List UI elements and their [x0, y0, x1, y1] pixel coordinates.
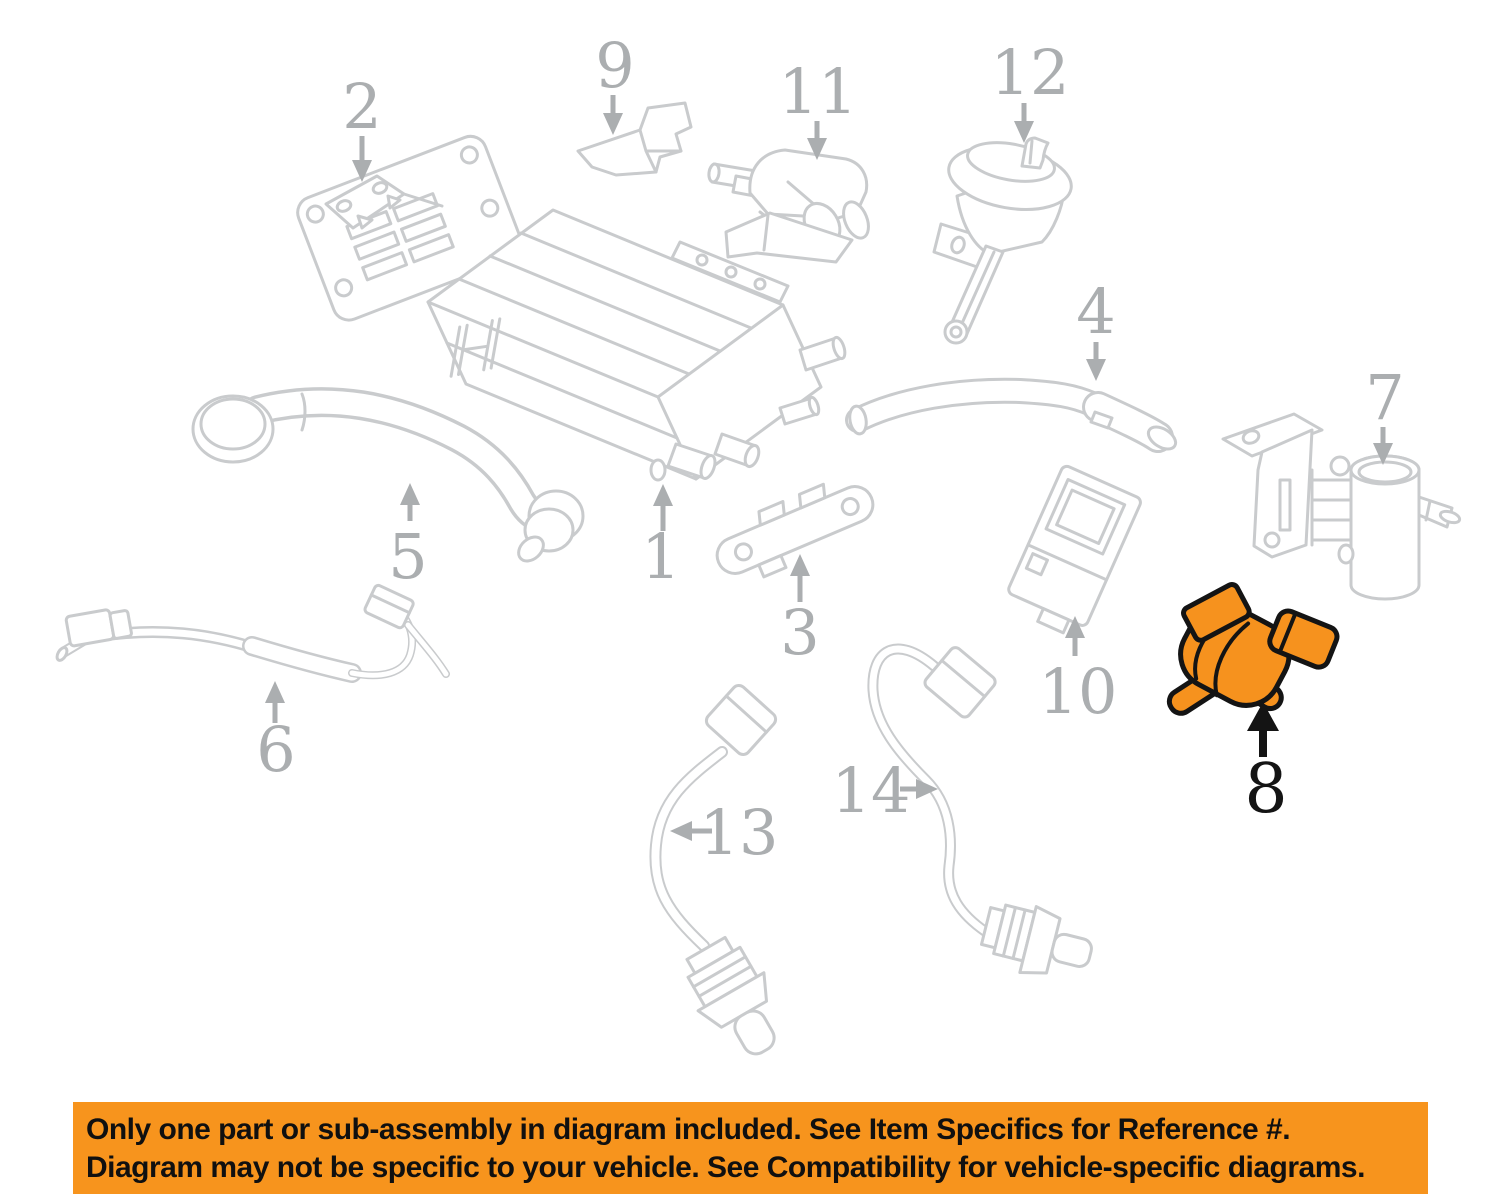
callout-2-label: 2 — [342, 70, 381, 143]
disclaimer-banner: Only one part or sub-assembly in diagram… — [73, 1102, 1428, 1194]
part-4-hose — [845, 377, 1178, 453]
part-8-highlighted-valve: 8 — [1166, 582, 1340, 829]
part-9-clip-bracket — [576, 101, 693, 177]
disclaimer-line-2: Diagram may not be specific to your vehi… — [86, 1151, 1365, 1184]
callout-8: 8 — [1244, 702, 1288, 829]
callout-2: 2 — [342, 70, 382, 182]
callout-11-label: 11 — [779, 55, 858, 128]
part-5-hose — [191, 387, 585, 563]
callout-9: 9 — [595, 29, 635, 135]
callout-3-label: 3 — [780, 596, 819, 669]
callout-1: 1 — [641, 484, 681, 593]
disclaimer-line-1: Only one part or sub-assembly in diagram… — [86, 1113, 1291, 1146]
part-13-oxygen-sensor — [649, 683, 778, 1056]
callout-4-label: 4 — [1076, 275, 1115, 348]
callout-4: 4 — [1076, 275, 1116, 381]
callout-6-label: 6 — [256, 713, 295, 786]
part-7-filter-assembly — [1221, 412, 1462, 601]
callout-5: 5 — [388, 483, 428, 593]
callout-1-label: 1 — [641, 520, 680, 593]
part-6-tube-assembly — [55, 583, 450, 683]
part-10-sensor-module — [1007, 464, 1142, 635]
callout-7: 7 — [1365, 361, 1405, 465]
callout-11: 11 — [779, 55, 858, 160]
callout-5-label: 5 — [388, 520, 427, 593]
callout-13: 13 — [670, 796, 778, 869]
part-11-solenoid-valve — [707, 148, 870, 264]
callout-8-label: 8 — [1244, 750, 1287, 829]
part-14-oxygen-sensor — [867, 643, 1093, 975]
part-1-canister — [426, 208, 847, 482]
callout-7-label: 7 — [1365, 361, 1404, 434]
callout-14: 14 — [832, 754, 938, 827]
callout-9-label: 9 — [595, 29, 634, 102]
callout-10: 10 — [1039, 616, 1118, 728]
part-12-vacuum-actuator — [932, 136, 1073, 345]
callout-12: 12 — [991, 36, 1070, 143]
callouts: 1 2 3 4 5 6 7 — [256, 29, 1404, 869]
callout-3: 3 — [780, 554, 820, 669]
callout-10-label: 10 — [1039, 655, 1118, 728]
part-3-bracket-strip — [715, 482, 875, 579]
callout-13-label: 13 — [700, 796, 779, 869]
callout-14-label: 14 — [832, 754, 911, 827]
callout-12-label: 12 — [991, 36, 1070, 109]
callout-6: 6 — [256, 681, 296, 786]
